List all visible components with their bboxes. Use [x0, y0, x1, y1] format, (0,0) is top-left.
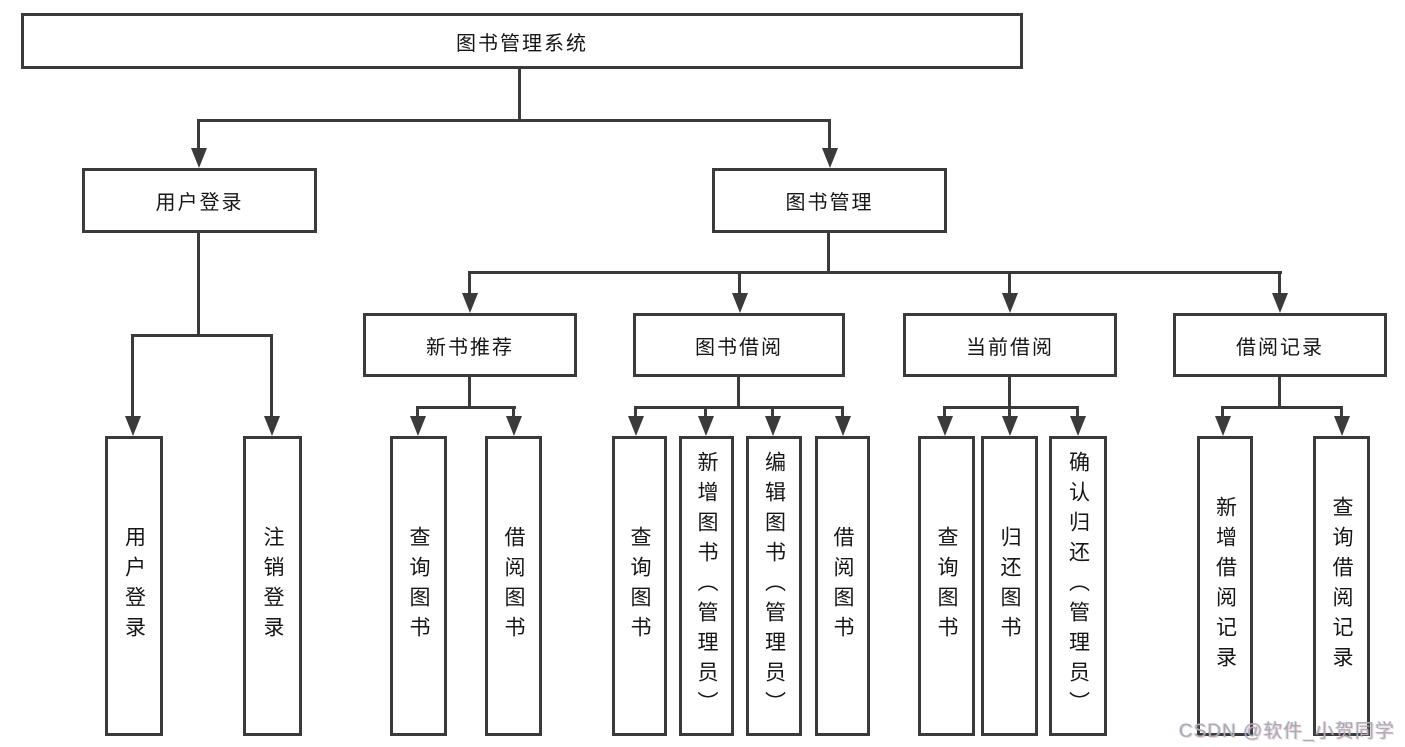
node-label: 用户登录 [155, 192, 244, 214]
connector-line [197, 119, 831, 122]
node-root-system: 图书管理系统 [21, 13, 1023, 69]
leaf-label: 新增借阅记录 [1213, 496, 1237, 676]
arrow-down-icon [1002, 293, 1018, 313]
leaf-label: 查询图书 [935, 526, 958, 646]
arrow-down-icon [822, 148, 838, 168]
connector-line [738, 271, 741, 295]
arrow-down-icon [1002, 416, 1018, 436]
arrow-down-icon [1334, 416, 1350, 436]
connector-line [468, 271, 1282, 274]
arrow-down-icon [410, 416, 426, 436]
arrow-down-icon [506, 416, 522, 436]
node-label: 图书管理 [785, 192, 874, 214]
connector-line [841, 406, 844, 418]
connector-line [270, 334, 273, 418]
connector-line [634, 406, 637, 418]
connector-line [828, 119, 831, 151]
node-current-borrowing: 当前借阅 [903, 313, 1117, 377]
leaf-records-add-record: 新增借阅记录 [1197, 436, 1253, 736]
leaf-label: 借阅图书 [502, 526, 525, 646]
leaf-logout: 注销登录 [243, 436, 302, 736]
arrow-down-icon [462, 293, 478, 313]
leaf-label: 用户登录 [122, 526, 146, 646]
node-user-login: 用户登录 [82, 168, 317, 233]
connector-line [1008, 406, 1011, 418]
leaf-borrowing-query-books: 查询图书 [612, 436, 667, 736]
connector-line [1278, 377, 1281, 408]
leaf-label: 编辑图书（管理员） [762, 451, 786, 721]
connector-line [1221, 406, 1343, 409]
arrow-down-icon [732, 293, 748, 313]
connector-line [1008, 377, 1011, 408]
connector-line [827, 233, 830, 274]
connector-line [512, 406, 515, 418]
node-book-borrowing: 图书借阅 [633, 313, 845, 377]
arrow-down-icon [191, 148, 207, 168]
leaf-current-confirm-return-admin: 确认归还（管理员） [1049, 436, 1107, 736]
node-label: 当前借阅 [966, 336, 1054, 359]
leaf-current-return-books: 归还图书 [981, 436, 1038, 736]
arrow-down-icon [264, 416, 280, 436]
leaf-borrowing-edit-books-admin: 编辑图书（管理员） [746, 436, 802, 736]
leaf-label: 查询图书 [628, 526, 651, 646]
leaf-label: 新增图书（管理员） [695, 451, 718, 721]
leaf-label: 归还图书 [998, 526, 1021, 646]
leaf-records-query-record: 查询借阅记录 [1313, 436, 1370, 736]
leaf-label: 注销登录 [261, 526, 284, 646]
leaf-user-login: 用户登录 [105, 436, 163, 736]
leaf-label: 查询借阅记录 [1330, 496, 1353, 676]
arrow-down-icon [1070, 416, 1086, 436]
arrow-down-icon [835, 416, 851, 436]
arrow-down-icon [698, 416, 714, 436]
leaf-recommend-borrow-books: 借阅图书 [485, 436, 542, 736]
node-new-book-recommend: 新书推荐 [363, 313, 577, 377]
connector-line [704, 406, 707, 418]
connector-line [468, 271, 471, 295]
connector-line [737, 377, 740, 408]
node-book-management: 图书管理 [712, 168, 947, 233]
node-label: 借阅记录 [1236, 336, 1324, 359]
arrow-down-icon [1272, 293, 1288, 313]
leaf-recommend-query-books: 查询图书 [390, 436, 447, 736]
connector-line [468, 377, 471, 408]
connector-line [518, 69, 521, 122]
leaf-label: 借阅图书 [831, 526, 854, 646]
leaf-current-query-books: 查询图书 [918, 436, 975, 736]
connector-line [943, 406, 946, 418]
connector-line [197, 119, 200, 151]
watermark: CSDN @软件_小贺同学 [1179, 721, 1395, 742]
connector-line [1340, 406, 1343, 418]
connector-line [943, 406, 1079, 409]
connector-line [416, 406, 516, 409]
leaf-label: 确认归还（管理员） [1066, 451, 1090, 721]
connector-line [771, 406, 774, 418]
node-label: 图书借阅 [695, 336, 783, 359]
arrow-down-icon [125, 416, 141, 436]
connector-line [1008, 271, 1011, 295]
arrow-down-icon [937, 416, 953, 436]
connector-line [416, 406, 419, 418]
node-label: 图书管理系统 [456, 32, 588, 55]
connector-line [634, 406, 844, 409]
connector-line [131, 334, 134, 418]
connector-line [131, 334, 273, 337]
leaf-label: 查询图书 [407, 526, 430, 646]
arrow-down-icon [765, 416, 781, 436]
arrow-down-icon [628, 416, 644, 436]
leaf-borrowing-borrow-books: 借阅图书 [815, 436, 870, 736]
arrow-down-icon [1215, 416, 1231, 436]
node-borrow-records: 借阅记录 [1173, 313, 1387, 377]
connector-line [1076, 406, 1079, 418]
leaf-borrowing-add-books-admin: 新增图书（管理员） [679, 436, 734, 736]
node-label: 新书推荐 [426, 336, 514, 359]
connector-line [197, 233, 200, 337]
connector-line [1221, 406, 1224, 418]
connector-line [1278, 271, 1281, 295]
